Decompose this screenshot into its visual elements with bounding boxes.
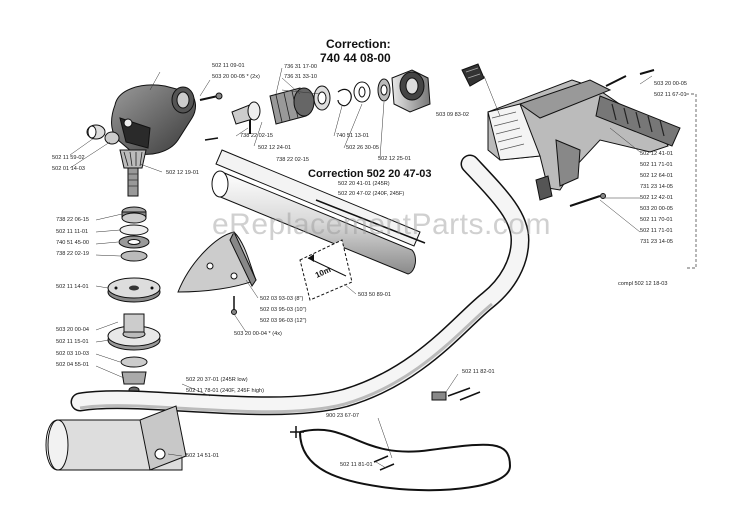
part-label: 502 01 14-03 [52, 166, 85, 172]
correction-title: Correction: [326, 37, 391, 51]
part-label: 502 14 51-01 [186, 453, 219, 459]
part-label: 502 12 19-01 [166, 170, 199, 176]
part-label: 738 22 02-19 [56, 251, 89, 257]
part-label: 731 23 14-05 [640, 239, 673, 245]
part-label: 502 11 67-01 [654, 92, 687, 98]
part-label: 502 03 10-03 [56, 351, 89, 357]
part-label: 503 20 00-04 * (4x) [234, 331, 282, 337]
part-label: 502 11 81-01 [340, 462, 373, 468]
bevel-gear [119, 149, 147, 197]
head-bolts [199, 92, 223, 141]
main-shaft [70, 154, 530, 416]
part-label: 502 12 24-01 [258, 145, 291, 151]
leader-lines [69, 67, 653, 469]
correction-shaft-note: Correction 502 20 47-03 [308, 168, 432, 180]
part-label: 502 11 59-02 [52, 155, 85, 161]
part-label: 502 20 41-01 (245R) [338, 181, 390, 187]
part-label: 740 51 45-00 [56, 240, 89, 246]
part-label: 502 12 25-01 [378, 156, 411, 162]
part-label: 503 09 83-02 [436, 112, 469, 118]
part-label: 502 26 30-05 [346, 145, 379, 151]
cable [290, 387, 512, 492]
part-label: 736 31 17-00 [284, 64, 317, 70]
part-label: 738 22 02-15 [276, 157, 309, 163]
blade-guard [177, 230, 257, 315]
part-label: 502 11 09-01 [212, 63, 245, 69]
part-label: 503 20 00-05 [640, 206, 673, 212]
part-label: 502 11 82-01 [462, 369, 495, 375]
part-label: 502 11 71-01 [640, 162, 673, 168]
clutch-drum [391, 69, 431, 113]
plugs [86, 124, 120, 145]
part-label: 738 22 06-15 [56, 217, 89, 223]
part-label: 503 50 89-01 [358, 292, 391, 298]
support-flange [107, 277, 161, 303]
switch-part [461, 63, 485, 87]
cup-and-nut [120, 356, 148, 394]
part-label: compl 502 12 18-03 [618, 281, 668, 287]
part-label: 740 51 13-01 [336, 133, 369, 139]
part-label: 502 11 15-01 [56, 339, 89, 345]
drive-rod [315, 199, 426, 244]
correction-part-number: 740 44 08-00 [320, 51, 391, 65]
part-label: 502 20 37-01 (245R low) [186, 377, 248, 383]
part-label: 738 22 02-15 [240, 133, 273, 139]
compl-bracket [686, 93, 697, 269]
blade-washer [107, 313, 161, 351]
part-label: 502 11 11-01 [56, 229, 89, 235]
handle-assembly [487, 69, 681, 207]
part-label: 502 03 96-03 (12") [260, 318, 307, 324]
part-label: 502 11 14-01 [56, 284, 89, 290]
tube-decal [299, 239, 353, 301]
gear-head-housing [111, 84, 196, 155]
bearing-stack [118, 206, 150, 262]
lower-tube [45, 405, 187, 471]
part-label: 502 04 55-01 [56, 362, 89, 368]
shaft-tube [211, 149, 421, 275]
part-label: 502 11 71-01 [640, 228, 673, 234]
part-label: 502 12 64-01 [640, 173, 673, 179]
part-label: 731 23 14-05 [640, 184, 673, 190]
part-label: 502 20 47-02 (240F, 245F) [338, 191, 405, 197]
part-label: 502 12 41-01 [640, 151, 673, 157]
part-label: 503 20 00-05 * (2x) [212, 74, 260, 80]
part-label: 736 31 33-10 [284, 74, 317, 80]
part-label: 900 23 67-07 [326, 413, 359, 419]
watermark: eReplacementParts.com [212, 208, 551, 241]
part-label: 503 20 00-05 [654, 81, 687, 87]
part-label: 503 20 00-04 [56, 327, 89, 333]
part-label: 502 03 95-03 (10") [260, 307, 307, 313]
part-label: 502 03 93-03 (8") [260, 296, 304, 302]
part-label: 502 12 42-01 [640, 195, 673, 201]
part-label: 502 11 70-01 [640, 217, 673, 223]
drive-shaft-parts [231, 78, 391, 134]
part-label: 502 11 78-01 (240F, 245F high) [186, 388, 264, 394]
